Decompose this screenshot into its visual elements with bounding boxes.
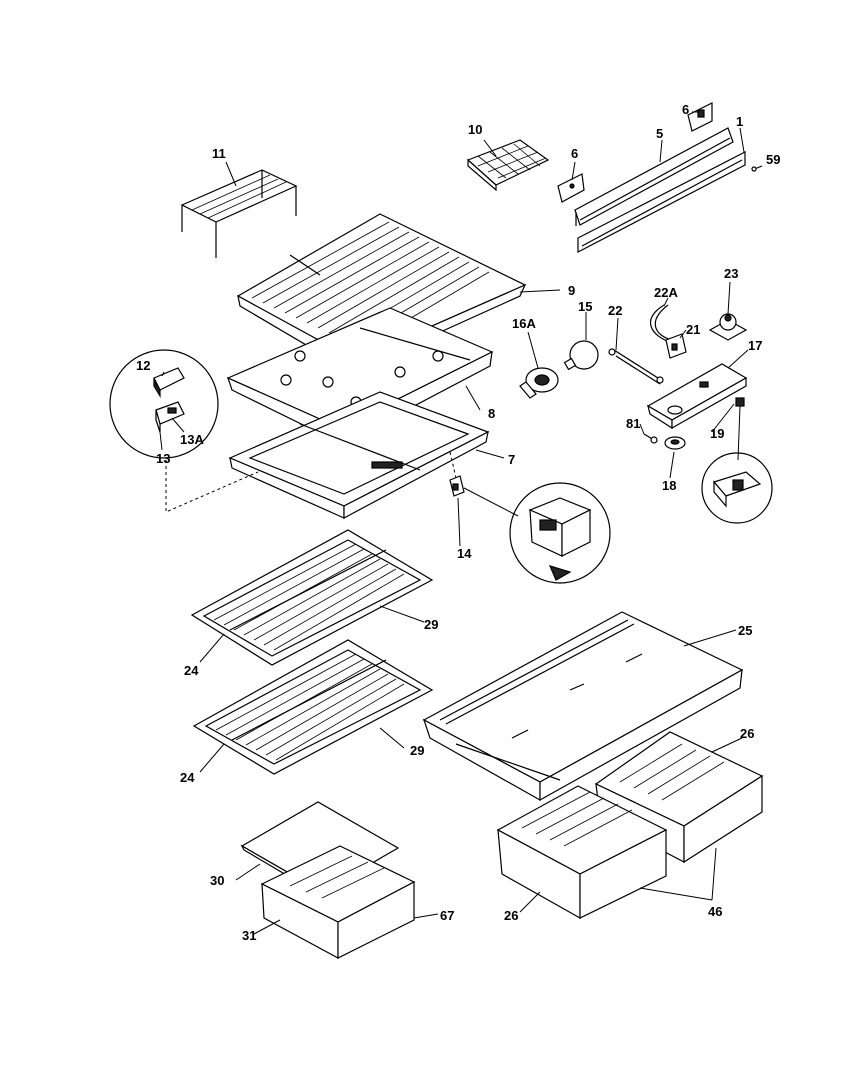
part-59-screw <box>751 165 763 172</box>
callout-1: 1 <box>736 114 743 129</box>
part-23-thermostat <box>708 313 748 341</box>
callout-15: 15 <box>578 299 592 314</box>
callout-6-lower: 6 <box>571 146 578 161</box>
part-26-crisper-drawer-left <box>496 785 668 920</box>
callout-18: 18 <box>662 478 676 493</box>
dashed-leaders <box>165 451 457 513</box>
detail-circle-19 <box>701 452 773 524</box>
callout-13: 13 <box>156 451 170 466</box>
callout-10: 10 <box>468 122 482 137</box>
callout-59: 59 <box>766 152 780 167</box>
callout-81: 81 <box>626 416 640 431</box>
callout-22: 22 <box>608 303 622 318</box>
part-1-trim-bar <box>577 151 746 253</box>
part-25-crisper-cover <box>422 611 744 802</box>
callout-67: 67 <box>440 908 454 923</box>
callout-7: 7 <box>508 452 515 467</box>
part-81-screw <box>643 433 658 444</box>
part-29-shelf-upper <box>190 529 434 666</box>
callout-labels: 1 5 6 6 59 10 11 9 22A 23 15 16A 22 21 1… <box>136 102 780 943</box>
part-22-rod <box>608 348 664 385</box>
part-22a-wire-harness <box>650 304 673 343</box>
callout-17: 17 <box>748 338 762 353</box>
part-31-meat-drawer <box>260 845 416 960</box>
part-16a-light-socket <box>519 367 559 399</box>
callout-29-lower: 29 <box>410 743 424 758</box>
callout-22a: 22A <box>654 285 678 300</box>
callout-9: 9 <box>568 283 575 298</box>
callout-30: 30 <box>210 873 224 888</box>
callout-26-left: 26 <box>504 908 518 923</box>
callout-46: 46 <box>708 904 722 919</box>
callout-5: 5 <box>656 126 663 141</box>
part-18-grommet <box>664 436 686 450</box>
callout-13a: 13A <box>180 432 204 447</box>
callout-21: 21 <box>686 322 700 337</box>
part-29-shelf-lower <box>192 639 434 775</box>
callout-19: 19 <box>710 426 724 441</box>
callout-26-right: 26 <box>740 726 754 741</box>
callout-12: 12 <box>136 358 150 373</box>
part-10-egg-tray <box>466 139 550 192</box>
part-11-wire-rack <box>180 169 298 258</box>
part-15-light-bulb <box>563 340 599 371</box>
callout-24-lower: 24 <box>180 770 195 785</box>
part-19-switch <box>735 397 745 461</box>
callout-31: 31 <box>242 928 256 943</box>
part-7-shelf-frame <box>228 391 490 520</box>
callout-16a: 16A <box>512 316 536 331</box>
part-6-bracket-upper <box>687 102 713 132</box>
part-5-rail <box>574 127 734 226</box>
callout-25: 25 <box>738 623 752 638</box>
callout-29-upper: 29 <box>424 617 438 632</box>
part-21-socket <box>665 333 687 359</box>
part-17-light-housing <box>646 363 748 430</box>
callout-8: 8 <box>488 406 495 421</box>
callout-11: 11 <box>212 146 226 161</box>
callout-6-upper: 6 <box>682 102 689 117</box>
callout-23: 23 <box>724 266 738 281</box>
detail-circle-14 <box>509 482 611 584</box>
callout-14: 14 <box>457 546 472 561</box>
part-6-bracket-lower <box>557 173 585 203</box>
detail-circle-12-13 <box>109 349 219 459</box>
leader-lines <box>159 111 749 935</box>
callout-24-upper: 24 <box>184 663 199 678</box>
part-14-switch <box>449 475 465 497</box>
